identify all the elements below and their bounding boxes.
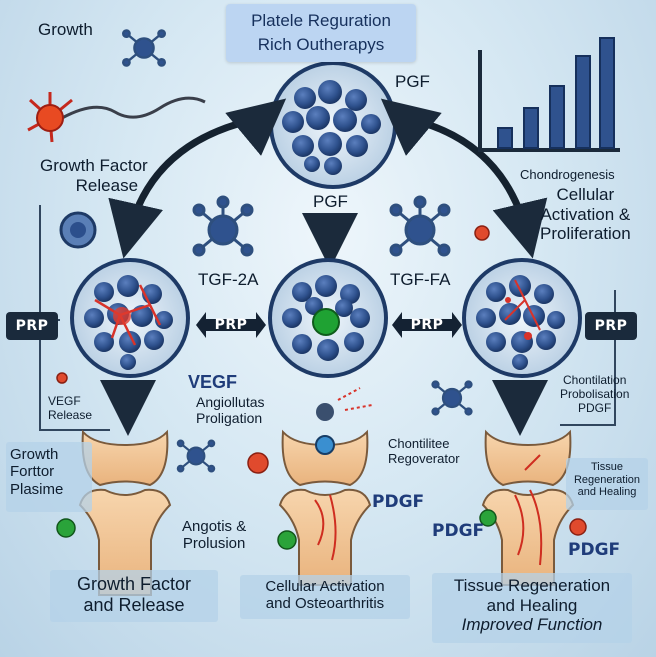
growth-forttor-line-2: Forttor [10, 463, 55, 481]
cellular-activation-line-1: Cellular [556, 185, 615, 204]
title-line-1: Platele Reguration [251, 11, 391, 30]
vegf-release-label: VEGF Release [48, 394, 93, 423]
pgf-top-label: PGF [395, 72, 430, 91]
growth-factor-release-line-2: Release [75, 175, 139, 195]
prp-badge-right-edge: PRP [585, 312, 637, 340]
vegf-label: VEGF [188, 372, 238, 392]
tissue-regen-small-line-1: Tissue [591, 461, 623, 473]
angotis-line-2: Prolusion [182, 535, 246, 553]
growth-forttor-label: Growth Forttor Plasime [10, 446, 63, 498]
caption-left: Growth Factor and Release [54, 574, 214, 615]
tgf-right-label: TGF-FA [390, 270, 451, 289]
angotis-label: Angotis & Prolusion [182, 518, 246, 553]
pgf-mid-label: PGF [313, 192, 348, 211]
vegf-release-line-2: Release [48, 407, 93, 422]
angiollutas-line-2: Proligation [196, 410, 263, 427]
tissue-regen-small-label: Tissue Regeneration and Healing [570, 461, 644, 499]
title-banner: Platele Reguration Rich Outherapys [226, 4, 416, 62]
caption-center: Cellular Activation and Osteoarthritis [244, 578, 406, 613]
pdgf-label-a: PDGF [372, 492, 425, 512]
caption-left-box [50, 570, 218, 622]
caption-left-line-2: and Release [83, 594, 185, 615]
tissue-regen-box [566, 458, 648, 510]
cellular-activation-label: Cellular Activation & Proliferation [540, 185, 631, 244]
center-cell-disc [268, 258, 388, 378]
double-arrows [196, 312, 462, 338]
title-line-2: Rich Outherapys [257, 35, 385, 54]
angotis-line-1: Angotis & [182, 518, 247, 535]
red-growth-factor-icon [27, 92, 206, 143]
chontilation-line-2: Probolisation [560, 386, 630, 401]
molecule-icons [121, 29, 473, 473]
caption-left-line-1: Growth Factor [76, 574, 192, 594]
tissue-regen-small-line-2: Regeneration [573, 473, 641, 486]
growth-factor-release-label: Growth Factor Release [40, 156, 148, 195]
prp-badge-left-edge: PRP [6, 312, 58, 340]
chontilation-line-1: Chontilation [563, 373, 627, 387]
bar-chart-icon [478, 37, 620, 152]
chontilation-line-3: PDGF [578, 400, 612, 415]
right-cell-disc [462, 258, 582, 378]
vegf-release-line-1: VEGF [48, 394, 81, 408]
pdgf-label-b: PDGF [432, 521, 485, 541]
caption-right-italic: Improved Function [461, 615, 603, 635]
cellular-activation-line-3: Proliferation [540, 224, 631, 244]
growth-forttor-line-3: Plasime [10, 480, 64, 498]
chontilitee-label: Chontilitee Regoverator [388, 436, 460, 467]
floating-spheres [56, 225, 587, 550]
chontilitee-line-2: Regoverator [388, 450, 460, 466]
prp-badge-right: PRP [410, 317, 444, 333]
tgf-left-label: TGF-2A [198, 270, 259, 289]
caption-right-line-1: Tissue Regeneration [453, 576, 611, 595]
angiollutas-label: Angiollutas Proligation [196, 394, 265, 426]
chontilation-label: Chontilation Probolisation PDGF [560, 373, 630, 415]
prp-badge-left: PRP [214, 317, 248, 333]
growth-label: Growth [38, 20, 93, 39]
growth-forttor-line-1: Growth [10, 446, 59, 463]
cellular-activation-line-2: Activation & [540, 204, 631, 224]
growth-factor-release-line-1: Growth Factor [40, 156, 148, 175]
pdgf-label-c: PDGF [568, 540, 621, 560]
caption-center-line-1: Cellular Activation [265, 578, 385, 595]
caption-center-line-2: and Osteoarthritis [265, 595, 385, 613]
top-cell-disc [269, 61, 397, 189]
caption-right: Tissue Regeneration and Healing Improved… [436, 576, 628, 635]
left-cell-disc [70, 258, 190, 378]
chontilitee-line-1: Chontilitee [388, 436, 450, 451]
chondrogenesis-label: Chondrogenesis [520, 167, 615, 182]
tissue-regen-small-line-3: and Healing [577, 486, 637, 499]
caption-right-box [432, 573, 632, 643]
knee-joint-icons [78, 429, 575, 596]
angiollutas-line-1: Angiollutas [196, 394, 265, 410]
caption-right-line-2: and Healing [486, 595, 578, 615]
growth-forttor-box [6, 442, 92, 512]
caption-center-box [240, 575, 410, 619]
